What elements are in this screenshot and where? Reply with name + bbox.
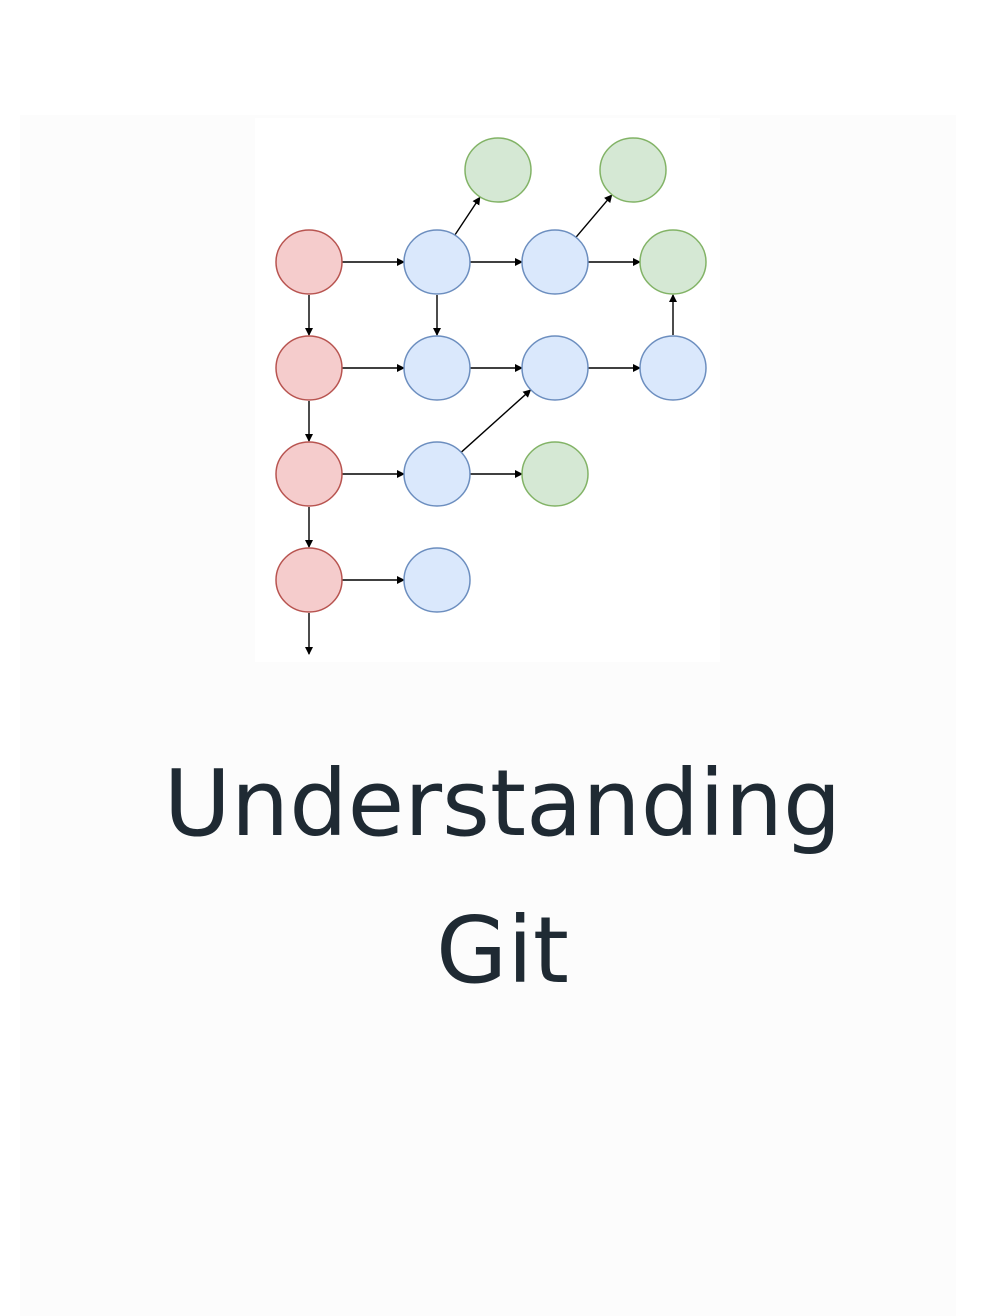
commit-arrow bbox=[454, 196, 481, 235]
branch-commit-node bbox=[403, 547, 471, 613]
commit-arrow bbox=[461, 389, 532, 453]
tip-commit-node bbox=[599, 137, 667, 203]
branch-commit-node bbox=[403, 229, 471, 295]
main-commit-node bbox=[275, 335, 343, 401]
title-line-2: Git bbox=[436, 897, 569, 1004]
tip-commit-node bbox=[521, 441, 589, 507]
tip-commit-node bbox=[639, 229, 707, 295]
main-commit-node bbox=[275, 229, 343, 295]
commit-arrow bbox=[575, 194, 613, 238]
main-commit-node bbox=[275, 441, 343, 507]
main-commit-node bbox=[275, 547, 343, 613]
branch-commit-node bbox=[639, 335, 707, 401]
branch-commit-node bbox=[521, 229, 589, 295]
branch-commit-node bbox=[521, 335, 589, 401]
git-commit-graph bbox=[255, 118, 720, 662]
branch-commit-node bbox=[403, 335, 471, 401]
branch-commit-node bbox=[403, 441, 471, 507]
tip-commit-node bbox=[464, 137, 532, 203]
title-line-1: Understanding bbox=[163, 750, 842, 857]
